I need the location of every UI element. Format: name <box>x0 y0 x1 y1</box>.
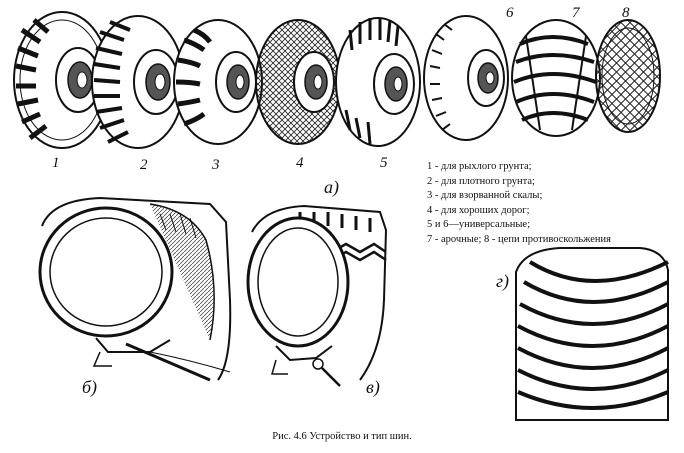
legend-item-5: 5 и 6—универсальные; <box>427 219 530 230</box>
tire-number-6: 6 <box>506 5 514 21</box>
section-label-v: в) <box>366 377 380 397</box>
tire-1 <box>13 11 111 149</box>
tire-2 <box>91 15 185 149</box>
tire-5 <box>335 17 421 147</box>
tread-pattern-g <box>515 247 669 421</box>
figure-caption: Рис. 4.6 Устройство и тип шин. <box>272 431 412 442</box>
tire-number-5: 5 <box>380 155 388 171</box>
tire-number-3: 3 <box>212 157 220 173</box>
tire-cross-section-v <box>246 204 388 387</box>
tire-7 <box>511 19 601 137</box>
legend-item-6: 7 - арочные; 8 - цепи противоскольжения <box>427 233 611 245</box>
tire-number-8: 8 <box>622 5 630 21</box>
tire-number-2: 2 <box>140 157 148 173</box>
tire-8 <box>595 19 661 133</box>
legend-item-4: 4 - для хороших дорог; <box>427 204 530 216</box>
tire-number-1: 1 <box>52 155 60 171</box>
tire-number-7: 7 <box>572 5 580 21</box>
legend-item-1: 1 - для рыхлого грунта; <box>427 161 532 172</box>
tire-6 <box>423 15 509 141</box>
tire-number-4: 4 <box>296 155 304 171</box>
tire-type-legend: 1 - для рыхлого грунта; 2 - для плотного… <box>427 160 677 247</box>
tire-3 <box>173 19 263 145</box>
section-label-a: а) <box>324 177 339 197</box>
tire-4 <box>255 19 341 145</box>
legend-item-2: 2 - для плотного грунта; <box>427 175 535 187</box>
section-label-g: г) <box>496 271 510 291</box>
tire-cross-section-b <box>38 196 232 382</box>
section-label-b: б) <box>82 377 98 397</box>
legend-item-3: 3 - для взорванной скалы; <box>427 190 543 201</box>
